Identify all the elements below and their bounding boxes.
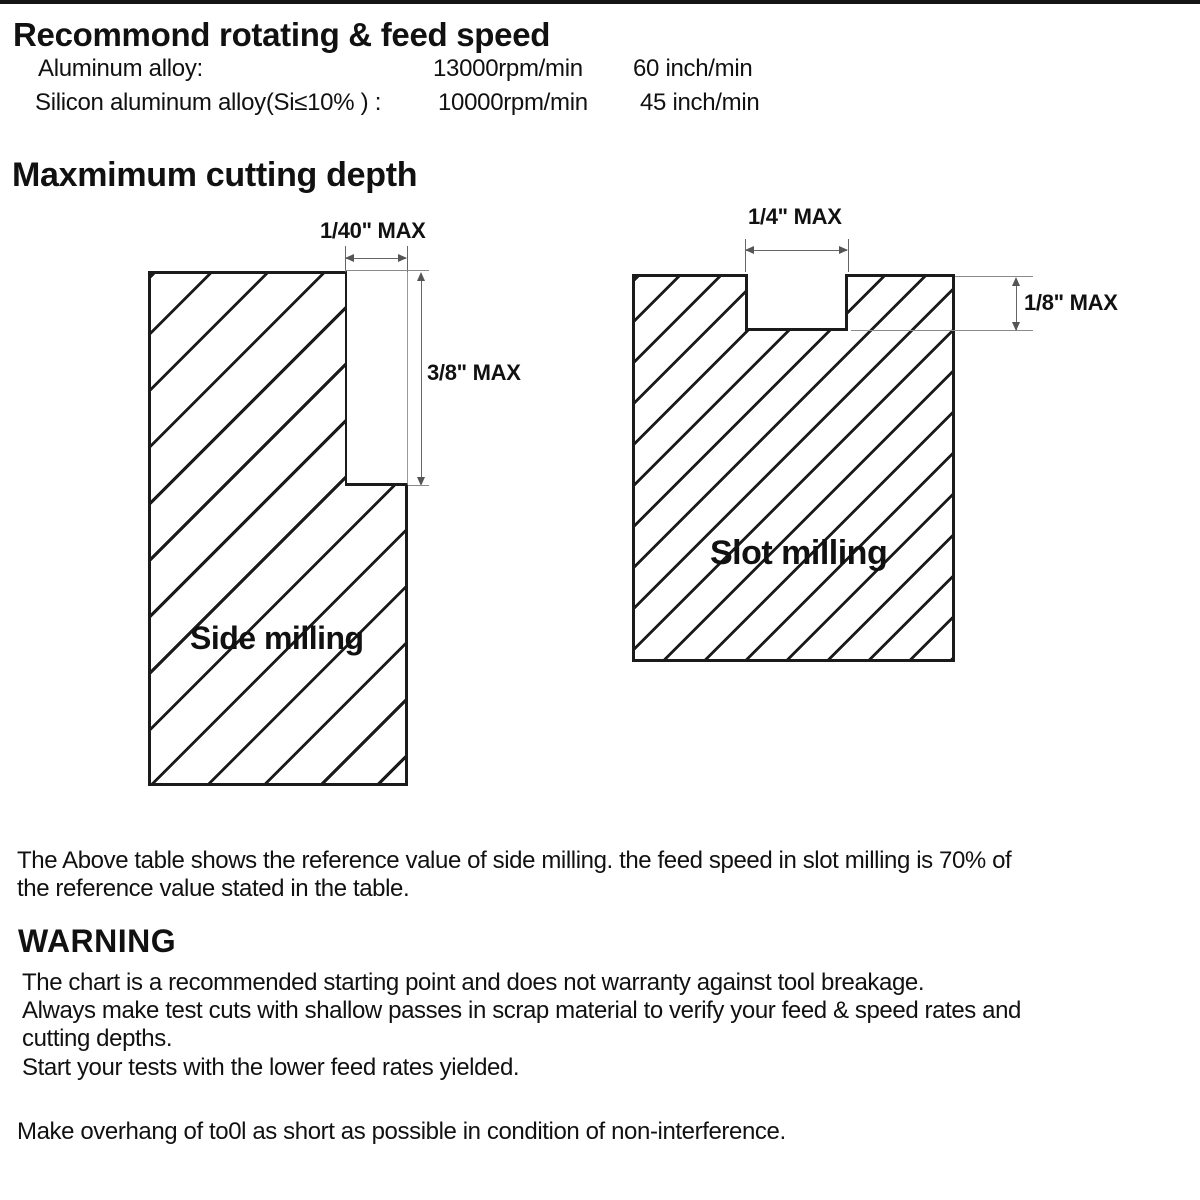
arrow-left-icon bbox=[345, 254, 354, 262]
side-milling-cut-notch bbox=[345, 271, 408, 486]
arrow-down-icon bbox=[417, 477, 425, 486]
cutting-depth-title: Maxmimum cutting depth bbox=[12, 156, 418, 194]
dimension-extension-line bbox=[407, 246, 408, 272]
width-dimension-line bbox=[746, 250, 847, 251]
slot-milling-label: Slot milling bbox=[710, 534, 888, 572]
dimension-extension-line bbox=[955, 276, 1033, 277]
warning-heading: WARNING bbox=[18, 923, 177, 959]
slot-depth-max-label: 1/8" MAX bbox=[1024, 290, 1118, 315]
arrow-up-icon bbox=[417, 272, 425, 281]
dimension-extension-line bbox=[745, 239, 746, 272]
arrow-down-icon bbox=[1012, 322, 1020, 331]
width-dimension-line bbox=[346, 258, 406, 259]
notch-top-edge-line bbox=[345, 270, 429, 271]
note-line: The Above table shows the reference valu… bbox=[17, 847, 1012, 874]
arrow-left-icon bbox=[745, 246, 754, 254]
feed-value: 60 inch/min bbox=[633, 55, 753, 82]
feed-value: 45 inch/min bbox=[640, 89, 760, 116]
rpm-value: 10000rpm/min bbox=[438, 89, 588, 116]
slot-milling-cut-slot bbox=[745, 274, 848, 331]
warning-line: Always make test cuts with shallow passe… bbox=[22, 997, 1022, 1024]
slot-milling-hatched-block bbox=[632, 274, 955, 662]
arrow-right-icon bbox=[839, 246, 848, 254]
arrow-up-icon bbox=[1012, 277, 1020, 286]
divider-bottom bbox=[0, 0, 1200, 4]
warning-line: Start your tests with the lower feed rat… bbox=[22, 1054, 520, 1081]
depth-dimension-line bbox=[1016, 279, 1017, 330]
rpm-value: 13000rpm/min bbox=[433, 55, 583, 82]
dimension-extension-line bbox=[408, 485, 429, 486]
slot-width-max-label: 1/4" MAX bbox=[748, 204, 842, 229]
side-milling-label: Side milling bbox=[190, 620, 364, 656]
material-label: Silicon aluminum alloy(Si≤10% ) : bbox=[35, 89, 382, 116]
footer-note-line: Make overhang of to0l as short as possib… bbox=[17, 1118, 786, 1145]
dimension-extension-line bbox=[851, 330, 1033, 331]
depth-dimension-line bbox=[421, 276, 422, 482]
warning-line: cutting depths. bbox=[22, 1025, 173, 1052]
note-line: the reference value stated in the table. bbox=[17, 875, 410, 902]
side-depth-max-label: 3/8" MAX bbox=[427, 360, 521, 385]
dimension-extension-line bbox=[848, 239, 849, 272]
side-width-max-label: 1/40" MAX bbox=[320, 218, 426, 243]
warning-line: The chart is a recommended starting poin… bbox=[22, 969, 925, 996]
material-label: Aluminum alloy: bbox=[38, 55, 203, 82]
arrow-right-icon bbox=[398, 254, 407, 262]
speed-section-title: Recommond rotating & feed speed bbox=[13, 16, 551, 53]
